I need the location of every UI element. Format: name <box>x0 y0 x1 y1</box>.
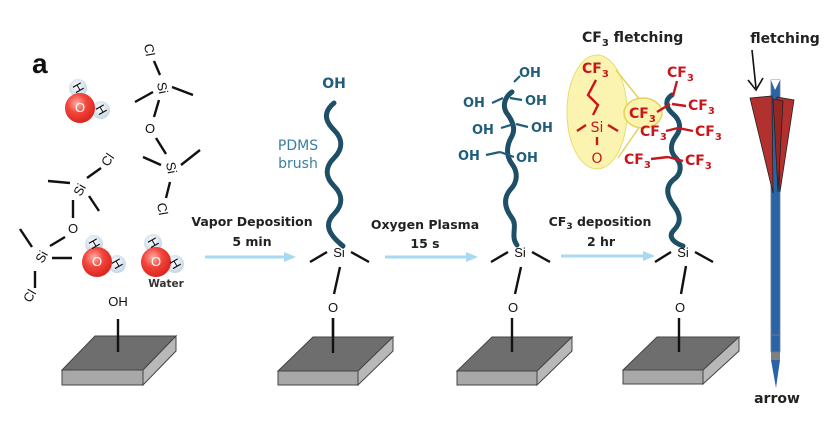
silicon-atom: Si <box>32 248 51 266</box>
fletching-label: fletching <box>750 31 820 47</box>
chlorine-atom: Cl <box>154 202 171 217</box>
step-time: 15 s <box>410 236 439 251</box>
process-step-oxygen-plasma: Oxygen Plasma 15 s <box>371 217 479 262</box>
chlorine-atom: Cl <box>20 287 39 305</box>
cf3-group: CF3 <box>695 124 722 143</box>
silicon-atom: Si <box>154 81 171 95</box>
hydroxyl-group: OH <box>463 96 485 111</box>
cf3-group: CF3 <box>629 106 656 125</box>
chlorine-atom: Cl <box>98 150 117 169</box>
arrow-analogy: fletching arrow <box>747 31 820 407</box>
cf3-group: CF3 <box>685 153 712 172</box>
substrate-4 <box>621 318 741 386</box>
water-oxygen-label: O <box>75 100 85 115</box>
cf3-group: CF3 <box>688 98 715 117</box>
panel-label: a <box>32 48 48 79</box>
hydroxyl-group: OH <box>519 66 541 81</box>
step-label: Vapor Deposition <box>191 214 312 229</box>
siloxane-precursor-upper: Cl Si O Si Cl <box>134 43 201 217</box>
anchor-silicon: Si <box>514 245 526 260</box>
stage-cf3-fletching: CF3 fletching CF3 Si O CF3 CF3 CF3 CF3 C… <box>566 30 722 315</box>
stage-oxidized-brush: OH OH OH OH OH OH OH Si O <box>458 66 553 315</box>
fletching-vane <box>772 98 784 193</box>
cf3-group: CF3 <box>667 65 694 84</box>
cf3-fletching-title: CF3 fletching <box>582 30 683 49</box>
water-oxygen-label: O <box>92 254 102 269</box>
hydroxyl-group: OH <box>472 123 494 138</box>
hydroxyl-group: OH <box>531 121 553 136</box>
oxidized-brush-chain <box>501 89 520 248</box>
anchor-silicon: Si <box>677 245 689 260</box>
substrate-1: OH <box>60 294 178 387</box>
pdms-brush-chain <box>324 100 346 249</box>
arrow-nock <box>771 80 780 90</box>
arrow-point <box>771 360 780 388</box>
hydroxyl-group: OH <box>458 149 480 164</box>
siloxane-precursor-left: Cl Si O Si Cl <box>19 150 117 305</box>
process-step-cf3-deposition: CF3 deposition 2 hr <box>549 214 655 261</box>
substrate-2 <box>276 318 395 387</box>
process-arrow-head <box>284 252 296 262</box>
water-label: Water <box>148 278 184 290</box>
cf3-group: CF3 <box>640 124 667 143</box>
substrate-3 <box>455 318 574 387</box>
anchor-oxygen: O <box>508 300 518 315</box>
chlorine-atom: Cl <box>141 43 158 58</box>
fletched-brush-chain <box>664 92 686 249</box>
silicon-atom: Si <box>70 181 89 199</box>
water-molecule: O H H <box>65 79 110 123</box>
step-label: CF3 deposition <box>549 214 652 232</box>
water-molecule: O H H <box>82 235 126 277</box>
inset-silicon: Si <box>591 120 604 136</box>
process-arrow-head <box>643 251 655 261</box>
hydroxyl-group: OH <box>525 94 547 109</box>
inset-cf3-group: CF3 <box>582 61 609 80</box>
inset-oxygen: O <box>591 151 602 167</box>
brush-terminal-hydroxyl: OH <box>322 76 346 92</box>
cf3-group: CF3 <box>624 152 651 171</box>
pdms-brush-label-line2: brush <box>278 156 318 172</box>
arrow-label: arrow <box>754 391 800 407</box>
hydroxyl-group: OH <box>516 151 538 166</box>
step-label: Oxygen Plasma <box>371 217 479 232</box>
step-time: 2 hr <box>587 234 616 249</box>
inset-zoom-marker <box>623 97 663 129</box>
surface-hydroxyl-label: OH <box>108 294 128 309</box>
process-step-vapor-deposition: Vapor Deposition 5 min <box>191 214 313 262</box>
fletching-vane <box>749 95 774 194</box>
fletching-pointer-icon <box>751 49 757 89</box>
anchor-oxygen: O <box>328 300 338 315</box>
step-time: 5 min <box>232 234 271 249</box>
oxygen-atom: O <box>145 121 155 136</box>
pdms-brush-label-line1: PDMS <box>278 138 318 154</box>
water-molecule: O H H <box>141 234 184 277</box>
silicon-atom: Si <box>163 161 180 175</box>
process-arrow-head <box>466 252 478 262</box>
oxygen-atom: O <box>68 221 78 236</box>
arrow-point-base <box>771 352 780 360</box>
water-oxygen-label: O <box>151 254 161 269</box>
anchor-oxygen: O <box>675 300 685 315</box>
anchor-silicon: Si <box>333 245 345 260</box>
